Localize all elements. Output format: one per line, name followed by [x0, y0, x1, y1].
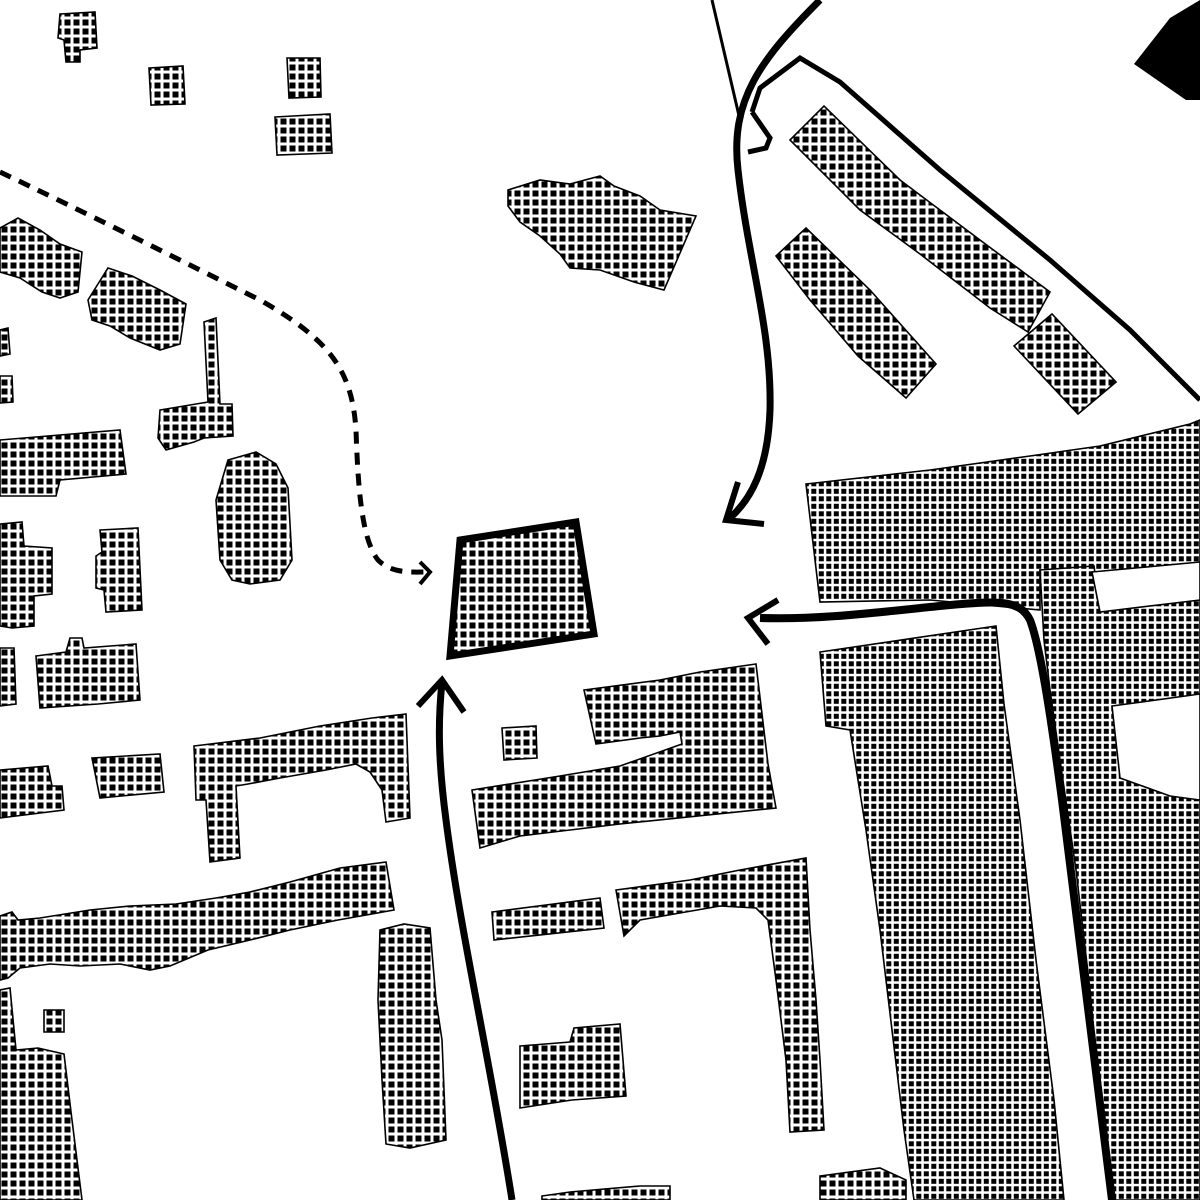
building — [377, 923, 447, 1149]
building — [274, 113, 333, 156]
building — [0, 647, 17, 707]
building — [0, 987, 83, 1200]
building — [0, 217, 83, 299]
route-north — [722, 0, 823, 527]
building — [286, 57, 322, 99]
building — [1012, 312, 1118, 416]
route-east-line — [759, 598, 1116, 1200]
building — [0, 375, 14, 404]
building — [507, 175, 698, 291]
route-south-line — [435, 681, 516, 1200]
building-group-central — [471, 104, 1118, 1200]
building — [501, 725, 538, 761]
building-group-northwest — [0, 11, 447, 1200]
route-east-arrowhead — [743, 597, 780, 646]
building — [491, 897, 605, 941]
target-site — [446, 518, 599, 661]
building — [148, 65, 186, 106]
route-south-arrowhead — [415, 675, 467, 714]
route-north-line — [727, 0, 823, 521]
building — [0, 521, 53, 629]
road-outline-northeast — [747, 54, 1200, 402]
building — [0, 765, 65, 819]
building — [0, 326, 11, 357]
building — [774, 226, 938, 400]
building — [157, 316, 234, 451]
thin-road-line — [710, 0, 742, 121]
building — [788, 104, 1052, 334]
corner-block — [1134, 0, 1200, 100]
building-large — [819, 625, 1065, 1200]
building — [87, 267, 187, 351]
route-northwest-line — [0, 169, 429, 575]
route-northwest-arrowhead — [418, 560, 433, 586]
route-northwest — [0, 169, 433, 586]
building — [0, 429, 127, 497]
building — [57, 11, 98, 63]
road-edge — [749, 54, 1200, 402]
building — [541, 1185, 671, 1200]
building — [35, 637, 141, 709]
building — [215, 451, 293, 585]
building — [519, 1023, 627, 1109]
building — [819, 1167, 907, 1200]
route-east — [743, 597, 1116, 1200]
route-south — [415, 675, 516, 1200]
road-edge — [747, 110, 773, 155]
building — [95, 527, 143, 613]
building — [91, 753, 165, 799]
building — [0, 861, 395, 981]
courtyard — [1091, 561, 1200, 613]
building — [193, 713, 411, 863]
building — [43, 1009, 65, 1033]
building — [615, 857, 825, 1133]
courtyards-east — [1091, 561, 1200, 801]
courtyard — [1111, 693, 1200, 801]
route-north-arrowhead — [722, 481, 765, 527]
building — [471, 663, 777, 850]
